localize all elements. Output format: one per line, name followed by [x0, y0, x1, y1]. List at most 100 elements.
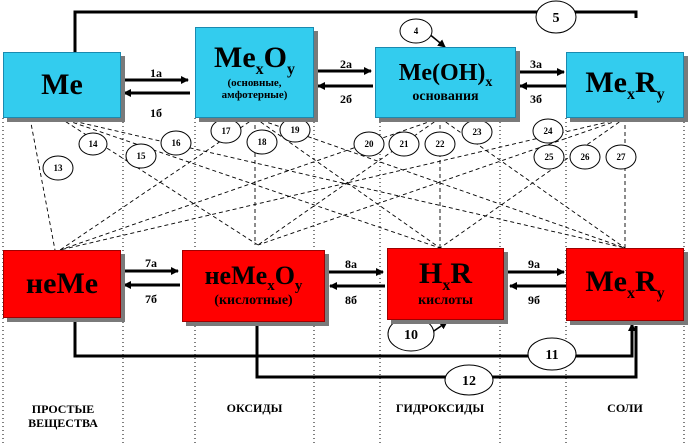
category-oxides: ОКСИДЫ — [226, 401, 283, 416]
reaction-circle-12-number: 12 — [462, 374, 476, 389]
reaction-circle-26: 26 — [569, 144, 601, 170]
reaction-circle-24-number: 24 — [544, 126, 554, 136]
reaction-circle-10-number: 10 — [404, 328, 418, 343]
box-salt-bottom-formula: MexRy — [585, 265, 665, 302]
label-2a: 2а — [340, 57, 352, 71]
reaction-circle-20-shape — [353, 131, 385, 157]
label-9a: 9а — [528, 257, 540, 271]
category-salts: СОЛИ — [607, 401, 643, 416]
reaction-circle-11-shape — [527, 337, 577, 371]
box-salt-top: MexRy — [566, 52, 684, 118]
label-7b: 7б — [145, 292, 157, 306]
reaction-circle-14: 14 — [78, 132, 108, 156]
reaction-circle-22-number: 22 — [436, 139, 446, 149]
box-acid-oxide: неMexOy (кислотные) — [182, 250, 325, 322]
reaction-circle-25: 25 — [533, 144, 565, 170]
label-7a: 7а — [145, 256, 157, 270]
reaction-circle-13-number: 13 — [54, 163, 64, 173]
box-basic-oxide: MexOy (основные, амфотерные) — [195, 27, 314, 118]
box-salt-bottom: MexRy — [566, 248, 684, 321]
box-base: Me(OH)x основания — [375, 47, 516, 118]
reaction-circle-17-shape — [210, 118, 242, 144]
box-metal-label: Me — [41, 68, 83, 101]
reaction-circle-17: 17 — [210, 118, 242, 144]
reaction-circle-20: 20 — [353, 131, 385, 157]
box-basic-oxide-type: (основные, амфотерные) — [221, 77, 288, 101]
reaction-circle-23: 23 — [461, 119, 493, 145]
reaction-circle-26-shape — [569, 144, 601, 170]
box-acid-formula: HxR — [418, 257, 472, 295]
reaction-circle-24: 24 — [532, 118, 564, 144]
reaction-circle-4-shape — [399, 18, 433, 44]
label-8b: 8б — [345, 293, 357, 307]
box-base-formula: Me(OH)x — [398, 59, 493, 90]
box-acid-type: кислоты — [418, 293, 473, 309]
reaction-circle-16: 16 — [160, 130, 192, 156]
reaction-circle-11: 11 — [527, 337, 577, 371]
reaction-circle-15-shape — [125, 143, 157, 169]
reaction-circle-22: 22 — [424, 131, 456, 157]
reaction-circle-15: 15 — [125, 143, 157, 169]
reaction-circle-18-shape — [246, 129, 278, 155]
label-2b: 2б — [340, 92, 352, 106]
reaction-circle-18: 18 — [246, 129, 278, 155]
reaction-circle-13-shape — [42, 155, 74, 181]
reaction-circle-12: 12 — [444, 364, 494, 396]
reaction-circle-26-number: 26 — [581, 152, 591, 162]
reaction-circle-19-shape — [279, 117, 311, 143]
reaction-circle-23-number: 23 — [473, 127, 483, 137]
reaction-circle-27-number: 27 — [617, 152, 627, 162]
reaction-circle-21: 21 — [388, 131, 420, 157]
box-basic-oxide-formula: MexOy — [214, 41, 295, 79]
reaction-circle-4-number: 4 — [414, 26, 419, 36]
box-nonmetal: неMe — [3, 250, 121, 318]
reaction-circle-14-number: 14 — [89, 139, 99, 149]
reaction-circle-17-number: 17 — [222, 126, 232, 136]
box-metal: Me — [3, 52, 121, 118]
reaction-circle-25-shape — [533, 144, 565, 170]
reaction-circle-12-shape — [444, 364, 494, 396]
reaction-circle-18-number: 18 — [258, 137, 268, 147]
reaction-circle-20-number: 20 — [365, 139, 375, 149]
reaction-circle-13: 13 — [42, 155, 74, 181]
connector-11 — [73, 318, 636, 358]
category-hydroxides: ГИДРОКСИДЫ — [395, 401, 485, 416]
reaction-circle-4: 4 — [399, 18, 433, 44]
reaction-circle-16-shape — [160, 130, 192, 156]
reaction-circle-10: 10 — [387, 316, 435, 352]
label-9b: 9б — [528, 293, 540, 307]
reaction-circle-5-number: 5 — [553, 11, 560, 26]
top-row-arrows — [122, 67, 566, 97]
label-3b: 3б — [530, 92, 542, 106]
connector-5 — [73, 10, 638, 52]
reaction-circle-21-shape — [388, 131, 420, 157]
box-acid-oxide-type: (кислотные) — [214, 293, 293, 309]
reaction-circle-23-shape — [461, 119, 493, 145]
reaction-circle-24-shape — [532, 118, 564, 144]
reaction-circle-21-number: 21 — [400, 139, 410, 149]
reaction-circle-16-number: 16 — [172, 138, 182, 148]
label-8a: 8а — [345, 257, 357, 271]
reaction-circle-27: 27 — [605, 144, 637, 170]
box-acid: HxR кислоты — [387, 248, 504, 320]
label-3a: 3а — [530, 57, 542, 71]
label-1a: 1а — [150, 66, 162, 80]
reaction-number-circles: 4 5 10 11 12 13 14 15 16 17 18 19 20 21 22 23 24 25 26 27 — [42, 0, 637, 396]
reaction-circle-19: 19 — [279, 117, 311, 143]
reaction-circle-22-shape — [424, 131, 456, 157]
bottom-row-arrows — [122, 267, 566, 290]
box-base-type: основания — [412, 88, 479, 104]
reaction-circle-15-number: 15 — [137, 151, 147, 161]
category-simple-substances: ПРОСТЫЕ ВЕЩЕСТВА — [28, 402, 98, 430]
reaction-circle-11-number: 11 — [545, 348, 558, 363]
box-nonmetal-label: неMe — [25, 267, 99, 300]
reaction-circle-19-number: 19 — [291, 125, 301, 135]
reaction-circle-5: 5 — [535, 0, 577, 34]
label-1b: 1б — [150, 106, 162, 120]
arrow-labels: 1а 1б 2а 2б 3а 3б 7а 7б 8а 8б 9а 9б — [145, 57, 542, 307]
reaction-circle-14-shape — [78, 132, 108, 156]
reaction-circle-5-shape — [535, 0, 577, 34]
reaction-circle-25-number: 25 — [545, 152, 555, 162]
